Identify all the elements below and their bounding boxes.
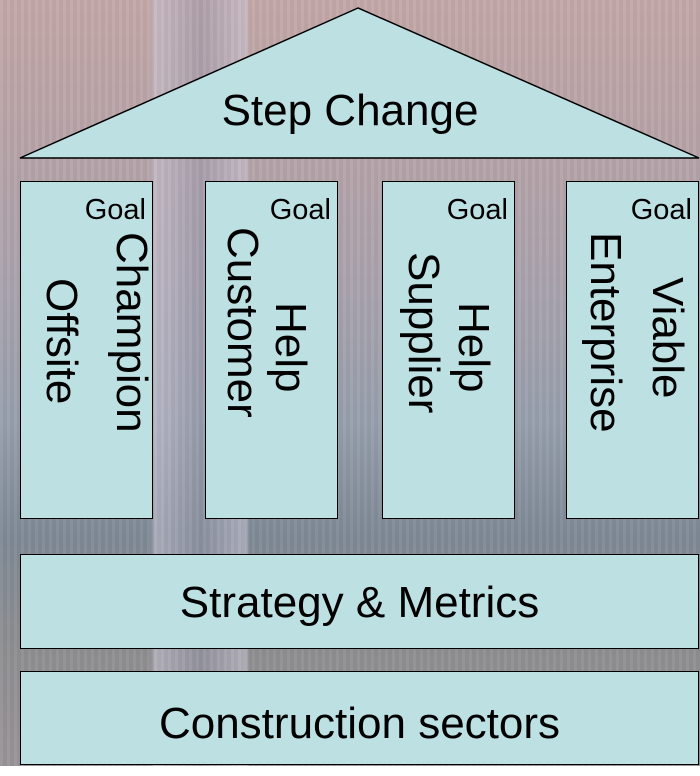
pillar-goal-label: Goal <box>446 194 508 226</box>
pillar-line1: Help <box>449 302 498 393</box>
pillar-champion-offsite: Goal Champion Offsite <box>20 181 153 519</box>
pillar-line2: Supplier <box>399 252 448 414</box>
pillar-goal-label: Goal <box>269 194 331 226</box>
pillar-help-supplier: Goal Help Supplier <box>382 181 515 519</box>
band-construction-sectors: Construction sectors <box>20 671 699 765</box>
roof-title: Step Change <box>221 86 479 135</box>
pillar-line1: Champion <box>107 232 153 433</box>
pillar-line1: Help <box>266 302 315 393</box>
band-label: Strategy & Metrics <box>179 578 540 627</box>
pillar-goal-label: Goal <box>84 194 146 226</box>
pillar-help-customer: Goal Help Customer <box>205 181 338 519</box>
band-strategy-metrics: Strategy & Metrics <box>20 554 699 649</box>
pillar-viable-enterprise: Goal Viable Enterprise <box>566 181 699 519</box>
band-label: Construction sectors <box>158 699 561 748</box>
pillar-line2: Enterprise <box>581 232 630 433</box>
pillar-line2: Customer <box>218 227 267 418</box>
roof-triangle <box>19 7 700 159</box>
pillar-line1: Viable <box>643 277 692 399</box>
pillar-line2: Offsite <box>37 278 86 405</box>
pillar-goal-label: Goal <box>630 194 692 226</box>
